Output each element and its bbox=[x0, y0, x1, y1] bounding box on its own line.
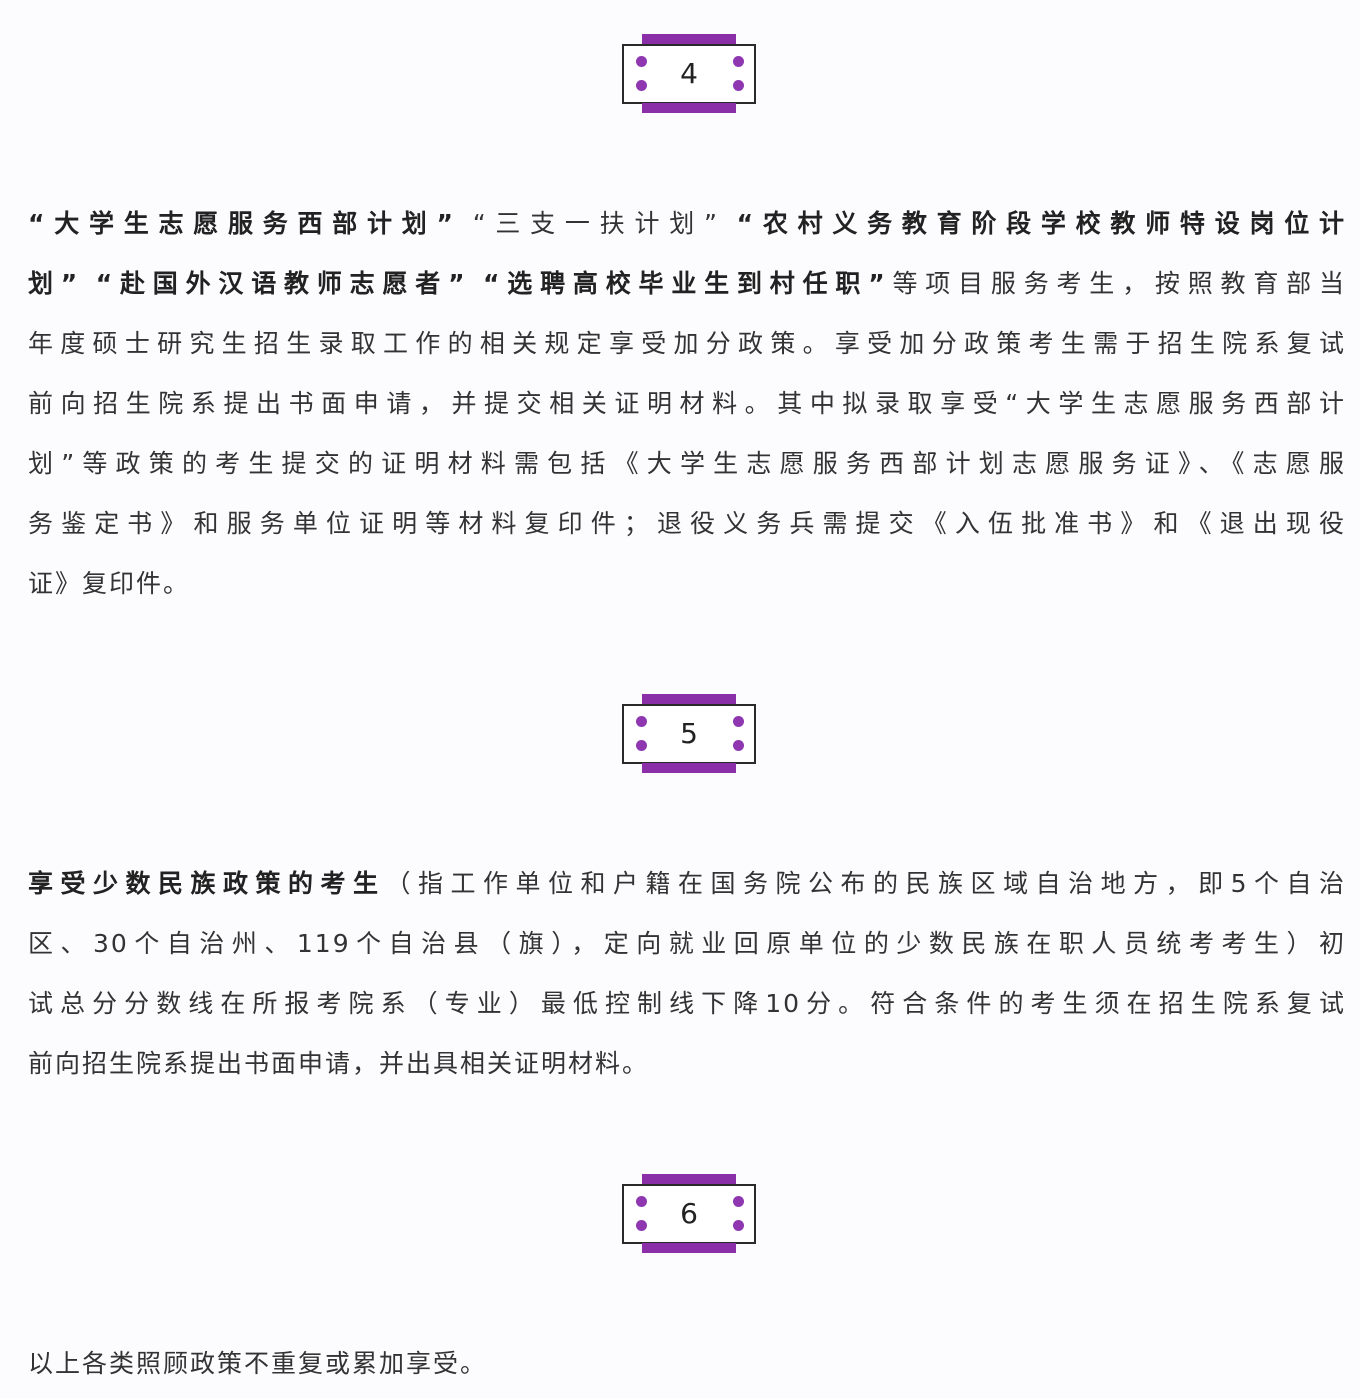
dot-icon bbox=[733, 56, 744, 67]
text-run: 区、30个自治州、119个自治县（旗），定向就业回原单位的少数民族在职人员统考考… bbox=[28, 929, 1346, 958]
text-run: 试总分分数线在所报考院系（专业）最低控制线下降10分。符合条件的考生须在招生院系… bbox=[28, 989, 1346, 1018]
bold-run: “农村义务教育阶段学校教师特设岗位计 bbox=[736, 209, 1346, 238]
section-badge-5: 5 bbox=[622, 694, 756, 774]
section-number: 4 bbox=[680, 57, 698, 90]
text-run: 务鉴定书》和服务单位证明等材料复印件；退役义务兵需提交《入伍批准书》和《退出现役 bbox=[28, 509, 1346, 538]
text-line: 试总分分数线在所报考院系（专业）最低控制线下降10分。符合条件的考生须在招生院系… bbox=[28, 974, 1346, 1034]
badge-box: 4 bbox=[622, 44, 756, 104]
paragraph-bonus-points-policy: “大学生志愿服务西部计划” “三支一扶计划” “农村义务教育阶段学校教师特设岗位… bbox=[28, 194, 1346, 614]
bold-run: 划” “赴国外汉语教师志愿者” “选聘高校毕业生到村任职” bbox=[28, 269, 887, 298]
dot-icon bbox=[636, 1196, 647, 1207]
text-run: 划”等政策的考生提交的证明材料需包括《大学生志愿服务西部计划志愿服务证》、《志愿… bbox=[28, 449, 1346, 478]
badge-bottom-bar bbox=[642, 103, 736, 113]
text-line: 证》复印件。 bbox=[28, 554, 1346, 614]
text-run: 证》复印件。 bbox=[28, 569, 191, 598]
text-run: 前向招生院系提出书面申请，并出具相关证明材料。 bbox=[28, 1049, 650, 1078]
section-badge-4: 4 bbox=[622, 34, 756, 114]
section-number: 6 bbox=[680, 1197, 698, 1230]
text-run: 以上各类照顾政策不重复或累加享受。 bbox=[28, 1349, 488, 1378]
dot-icon bbox=[733, 1196, 744, 1207]
dot-icon bbox=[733, 716, 744, 727]
text-line: 划”等政策的考生提交的证明材料需包括《大学生志愿服务西部计划志愿服务证》、《志愿… bbox=[28, 434, 1346, 494]
section-badge-6: 6 bbox=[622, 1174, 756, 1254]
dot-icon bbox=[733, 740, 744, 751]
badge-top-bar bbox=[642, 694, 736, 704]
dot-icon bbox=[733, 80, 744, 91]
text-line: “大学生志愿服务西部计划” “三支一扶计划” “农村义务教育阶段学校教师特设岗位… bbox=[28, 194, 1346, 254]
text-run: 年度硕士研究生招生录取工作的相关规定享受加分政策。享受加分政策考生需于招生院系复… bbox=[28, 329, 1346, 358]
dot-icon bbox=[636, 56, 647, 67]
badge-top-bar bbox=[642, 1174, 736, 1184]
text-run: （指工作单位和户籍在国务院公布的民族区域自治地方，即5个自治 bbox=[385, 869, 1346, 898]
text-run: 等项目服务考生，按照教育部当 bbox=[886, 269, 1346, 298]
dot-icon bbox=[733, 1220, 744, 1231]
dot-icon bbox=[636, 80, 647, 91]
dot-icon bbox=[636, 740, 647, 751]
paragraph-no-stacking-note: 以上各类照顾政策不重复或累加享受。 bbox=[28, 1334, 1346, 1394]
dot-icon bbox=[636, 1220, 647, 1231]
text-line: 前向招生院系提出书面申请，并出具相关证明材料。 bbox=[28, 1034, 1346, 1094]
text-line: 区、30个自治州、119个自治县（旗），定向就业回原单位的少数民族在职人员统考考… bbox=[28, 914, 1346, 974]
text-line: 务鉴定书》和服务单位证明等材料复印件；退役义务兵需提交《入伍批准书》和《退出现役 bbox=[28, 494, 1346, 554]
badge-top-bar bbox=[642, 34, 736, 44]
bold-run: 享受少数民族政策的考生 bbox=[28, 869, 386, 898]
text-run: 前向招生院系提出书面申请，并提交相关证明材料。其中拟录取享受“大学生志愿服务西部… bbox=[28, 389, 1346, 418]
badge-bottom-bar bbox=[642, 1243, 736, 1253]
text-line: 享受少数民族政策的考生（指工作单位和户籍在国务院公布的民族区域自治地方，即5个自… bbox=[28, 854, 1346, 914]
text-line: 划” “赴国外汉语教师志愿者” “选聘高校毕业生到村任职”等项目服务考生，按照教… bbox=[28, 254, 1346, 314]
badge-bottom-bar bbox=[642, 763, 736, 773]
bold-run: “大学生志愿服务西部计划” bbox=[28, 209, 455, 238]
paragraph-ethnic-minority-policy: 享受少数民族政策的考生（指工作单位和户籍在国务院公布的民族区域自治地方，即5个自… bbox=[28, 854, 1346, 1094]
badge-box: 6 bbox=[622, 1184, 756, 1244]
section-number: 5 bbox=[680, 717, 698, 750]
text-run: “三支一扶计划” bbox=[454, 209, 737, 238]
text-line: 以上各类照顾政策不重复或累加享受。 bbox=[28, 1334, 1346, 1394]
text-line: 年度硕士研究生招生录取工作的相关规定享受加分政策。享受加分政策考生需于招生院系复… bbox=[28, 314, 1346, 374]
text-line: 前向招生院系提出书面申请，并提交相关证明材料。其中拟录取享受“大学生志愿服务西部… bbox=[28, 374, 1346, 434]
badge-box: 5 bbox=[622, 704, 756, 764]
dot-icon bbox=[636, 716, 647, 727]
